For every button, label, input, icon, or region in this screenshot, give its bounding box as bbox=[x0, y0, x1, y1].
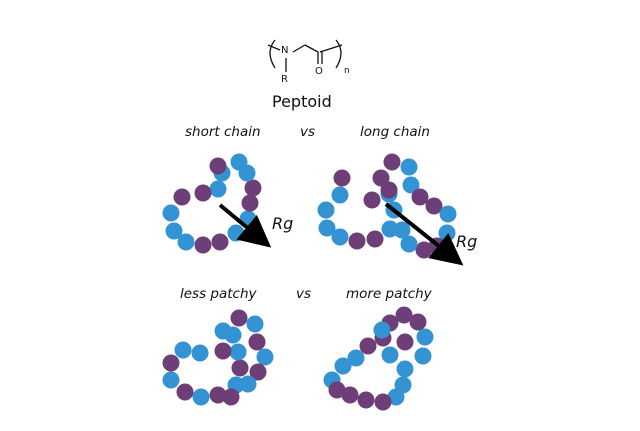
bead-blue bbox=[347, 349, 365, 367]
bead-blue bbox=[165, 222, 183, 240]
right-bracket bbox=[335, 39, 342, 69]
bead-blue bbox=[162, 371, 180, 389]
bead-purple bbox=[214, 342, 232, 360]
bead-blue bbox=[239, 375, 257, 393]
bead-blue bbox=[373, 321, 391, 339]
bead-purple bbox=[348, 232, 366, 250]
bead-blue bbox=[229, 343, 247, 361]
rg-label-short: Rg bbox=[272, 214, 294, 233]
bead-blue bbox=[177, 233, 195, 251]
bead-blue bbox=[400, 235, 418, 253]
bead-blue bbox=[214, 322, 232, 340]
bead-purple bbox=[333, 169, 351, 187]
bead-blue bbox=[439, 205, 457, 223]
chains-layer bbox=[162, 153, 457, 411]
bead-blue bbox=[414, 347, 432, 365]
bead-blue bbox=[317, 201, 335, 219]
bead-purple bbox=[194, 236, 212, 254]
bead-purple bbox=[162, 354, 180, 372]
bead-purple bbox=[415, 241, 433, 259]
label-less-patchy: less patchy bbox=[180, 286, 257, 302]
peptoid-structure bbox=[267, 39, 343, 72]
bead-purple bbox=[176, 383, 194, 401]
bead-purple bbox=[396, 333, 414, 351]
bead-purple bbox=[231, 359, 249, 377]
bead-purple bbox=[209, 386, 227, 404]
bead-purple bbox=[395, 306, 413, 324]
bead-purple bbox=[328, 381, 346, 399]
atom-n: N bbox=[281, 45, 289, 56]
bead-purple bbox=[211, 233, 229, 251]
bead-purple bbox=[222, 388, 240, 406]
bead-purple bbox=[357, 391, 375, 409]
chain-short bbox=[162, 153, 262, 254]
bead-blue bbox=[416, 328, 434, 346]
rg-arrow-long bbox=[384, 202, 464, 266]
bead-blue bbox=[402, 176, 420, 194]
label-vs-top: vs bbox=[300, 124, 316, 140]
bead-purple bbox=[248, 333, 266, 351]
bead-purple bbox=[241, 194, 259, 212]
bead-blue bbox=[331, 228, 349, 246]
bead-blue bbox=[209, 180, 227, 198]
bead-blue bbox=[318, 219, 336, 237]
bead-purple bbox=[194, 184, 212, 202]
bead-purple bbox=[363, 191, 381, 209]
bead-blue bbox=[191, 344, 209, 362]
left-bracket bbox=[269, 39, 276, 69]
bead-purple bbox=[341, 386, 359, 404]
bead-blue bbox=[256, 348, 274, 366]
bond-n-ch2 bbox=[292, 44, 306, 53]
label-vs-bottom: vs bbox=[296, 286, 312, 302]
bead-blue bbox=[227, 224, 245, 242]
bead-blue bbox=[381, 346, 399, 364]
bead-purple bbox=[359, 337, 377, 355]
chain-more-patchy bbox=[323, 306, 434, 411]
chain-less-patchy bbox=[162, 309, 274, 406]
peptoid-title: Peptoid bbox=[272, 92, 332, 111]
bead-blue bbox=[174, 341, 192, 359]
bond-left bbox=[267, 44, 281, 51]
bead-purple bbox=[380, 181, 398, 199]
subscript-n: n bbox=[344, 66, 350, 76]
label-long-chain: long chain bbox=[360, 124, 430, 140]
bead-purple bbox=[383, 153, 401, 171]
label-short-chain: short chain bbox=[185, 124, 261, 140]
bead-purple bbox=[374, 393, 392, 411]
bead-blue bbox=[192, 388, 210, 406]
bead-purple bbox=[411, 188, 429, 206]
bead-purple bbox=[244, 179, 262, 197]
bond-right bbox=[319, 44, 343, 53]
bead-purple bbox=[372, 169, 390, 187]
atom-o: O bbox=[315, 66, 323, 77]
bead-purple bbox=[249, 363, 267, 381]
rg-arrow-short bbox=[218, 203, 272, 248]
bead-purple bbox=[409, 313, 427, 331]
bead-blue bbox=[334, 357, 352, 375]
bead-purple bbox=[209, 157, 227, 175]
bead-blue bbox=[230, 153, 248, 171]
label-more-patchy: more patchy bbox=[346, 286, 432, 302]
bead-purple bbox=[173, 188, 191, 206]
bead-purple bbox=[230, 309, 248, 327]
rg-label-long: Rg bbox=[456, 232, 478, 251]
bead-blue bbox=[331, 186, 349, 204]
bead-blue bbox=[393, 221, 411, 239]
bond-ch2-c bbox=[304, 44, 319, 53]
bead-purple bbox=[425, 197, 443, 215]
bead-blue bbox=[162, 204, 180, 222]
bead-blue bbox=[396, 360, 414, 378]
bead-purple bbox=[366, 230, 384, 248]
bead-blue bbox=[387, 388, 405, 406]
bead-blue bbox=[246, 315, 264, 333]
bead-blue bbox=[400, 158, 418, 176]
atom-r: R bbox=[281, 74, 288, 85]
